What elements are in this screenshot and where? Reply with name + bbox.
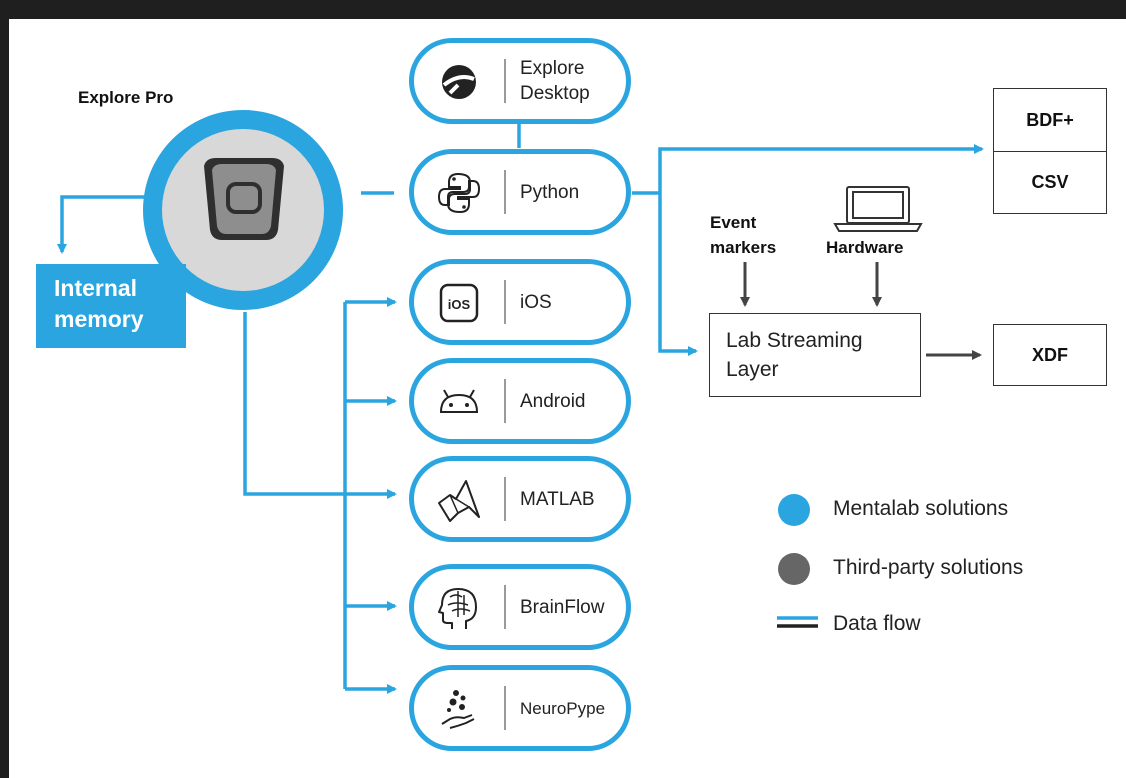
explore-pro-hardware-icon — [204, 158, 284, 240]
legend-third-party-dot — [778, 553, 810, 585]
output-csv: CSV — [993, 151, 1107, 214]
flow-device-to-memory — [57, 195, 160, 254]
legend-third-party-label: Third-party solutions — [833, 556, 1024, 579]
legend-data-flow-label: Data flow — [833, 612, 921, 635]
pill-divider — [504, 379, 506, 423]
output-xdf-label: XDF — [1032, 344, 1068, 365]
matlab-icon — [438, 480, 480, 522]
pill-label-matlab: MATLAB — [520, 488, 595, 510]
laptop-icon — [833, 186, 923, 232]
legend-mentalab-label: Mentalab solutions — [833, 497, 1009, 520]
output-bdf: BDF+ — [993, 88, 1107, 152]
output-bdf-label: BDF+ — [1026, 110, 1074, 130]
event-markers-label: Event markers — [710, 213, 777, 257]
pill-label-neuropype: NeuroPype — [520, 698, 606, 718]
python-icon — [437, 172, 481, 214]
legend-mentalab-dot — [778, 494, 810, 526]
pill-label-explore-desktop: Explore Desktop — [520, 58, 590, 104]
pill-neuropype[interactable]: NeuroPype — [409, 665, 631, 751]
pill-label-python: Python — [520, 181, 580, 203]
ios-icon: iOS — [439, 283, 479, 323]
pill-divider — [504, 59, 506, 103]
lab-streaming-layer-box: Lab Streaming Layer — [709, 313, 921, 397]
pill-label-android: Android — [520, 390, 586, 412]
pill-ios[interactable]: iOS iOS — [409, 259, 631, 345]
lsl-label: Lab Streaming Layer — [726, 329, 863, 381]
hardware-label: Hardware — [826, 238, 904, 257]
brain-icon — [438, 588, 477, 629]
svg-text:iOS: iOS — [448, 297, 471, 312]
flow-python-to-bdf — [658, 144, 984, 193]
output-csv-label: CSV — [1031, 172, 1069, 192]
pill-matlab[interactable]: MATLAB — [409, 456, 631, 542]
pill-divider — [504, 686, 506, 730]
pill-brainflow[interactable]: BrainFlow — [409, 564, 631, 650]
explore-logo-icon — [442, 65, 476, 99]
output-xdf: XDF — [993, 324, 1107, 386]
pill-divider — [504, 477, 506, 521]
flow-python-to-lsl — [658, 193, 698, 356]
legend-data-flow-icon — [777, 616, 818, 628]
pill-divider — [504, 170, 506, 214]
internal-memory-box: Internal memory — [36, 264, 186, 348]
pill-divider — [504, 585, 506, 629]
pill-explore-desktop[interactable]: Explore Desktop — [409, 38, 631, 124]
android-icon — [439, 389, 479, 413]
pill-python[interactable]: Python — [409, 149, 631, 235]
neuropype-icon — [441, 690, 475, 729]
flow-device-down — [243, 312, 397, 499]
internal-memory-label: Internal memory — [54, 275, 144, 332]
pill-label-ios: iOS — [520, 291, 552, 313]
pill-label-brainflow: BrainFlow — [520, 596, 605, 618]
pill-android[interactable]: Android — [409, 358, 631, 444]
pill-divider — [504, 280, 506, 324]
device-title: Explore Pro — [78, 88, 174, 107]
